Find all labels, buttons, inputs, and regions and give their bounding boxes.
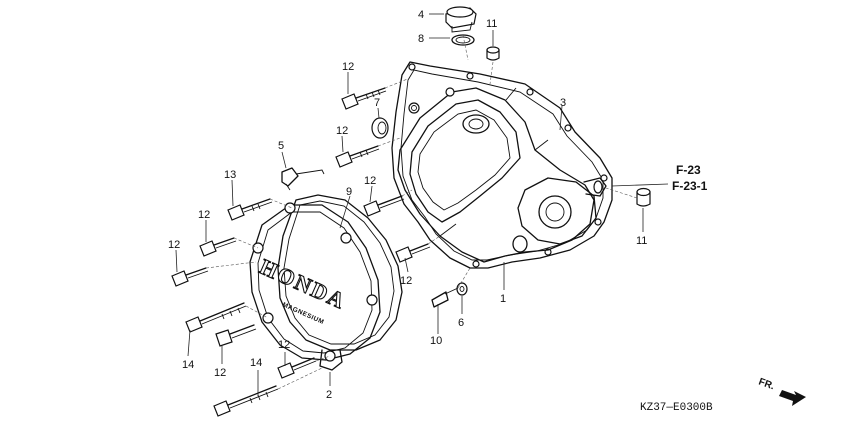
bolt-12-lower: [277, 357, 317, 379]
label-part-12-collar: 12: [214, 367, 226, 379]
drain-bolt: [431, 287, 459, 308]
bolt-14-upper: [185, 302, 247, 333]
front-arrow-icon: [779, 390, 806, 406]
label-part-3: 3: [560, 97, 566, 109]
label-part-12-center: 12: [364, 175, 376, 187]
front-marker-text: FR.: [757, 376, 776, 392]
label-part-12-right: 12: [400, 275, 412, 287]
oil-filler-cap: [445, 6, 477, 33]
label-part-6: 6: [458, 317, 464, 329]
sealing-washer: [456, 282, 468, 296]
bolt-12-mid: [335, 145, 380, 168]
label-part-14-lower: 14: [250, 357, 262, 369]
cable-clamp: [281, 167, 325, 191]
label-part-10: 10: [430, 335, 442, 347]
leader-lines: [175, 13, 644, 396]
bolts: [171, 87, 431, 417]
label-part-12-mid: 12: [336, 125, 348, 137]
bolt-12-right: [395, 243, 431, 263]
reference-labels: F-23 F-23-1: [611, 163, 708, 193]
label-part-7: 7: [374, 97, 380, 109]
dowel-pin-right: [636, 187, 651, 207]
dowel-pin-top: [486, 46, 500, 61]
label-part-13: 13: [224, 169, 236, 181]
label-part-12-left-lower: 12: [168, 239, 180, 251]
part-labels: 4 8 11 12 7 3 12 5 13 12 9 12 12 12 1 6 …: [168, 9, 647, 401]
label-part-1: 1: [500, 293, 506, 305]
outer-cover-gasket: [277, 194, 403, 351]
label-part-12-left-upper: 12: [198, 209, 210, 221]
clutch-cover: [249, 202, 381, 371]
label-part-8: 8: [418, 33, 424, 45]
label-part-11-right: 11: [636, 235, 647, 247]
bolt-12-top: [341, 87, 387, 110]
label-part-2: 2: [326, 389, 332, 401]
label-part-5: 5: [278, 140, 284, 152]
cover-brand-magnesium: MAGNESIUM: [281, 301, 325, 326]
reference-f23-1: F-23-1: [672, 179, 708, 193]
crankcase-cover: [397, 87, 607, 263]
cover-brand-honda: HONDA: [256, 254, 350, 314]
label-part-4: 4: [418, 9, 424, 21]
diagram-code: KZ37—E0300B: [640, 402, 713, 414]
front-direction-marker: FR.: [757, 376, 806, 406]
label-part-9: 9: [346, 186, 352, 198]
bolt-12-center: [363, 195, 405, 217]
reference-f23: F-23: [676, 163, 701, 177]
label-part-14-upper: 14: [182, 359, 194, 371]
bolt-14-lower: [213, 385, 279, 417]
oil-seal: [371, 117, 389, 139]
bolt-12-left-lower: [171, 267, 209, 287]
label-part-12-top: 12: [342, 61, 354, 73]
label-part-11-top: 11: [486, 18, 497, 30]
alignment-lines: [205, 34, 638, 390]
bolt-12-collar: [215, 324, 257, 347]
label-part-12-lower: 12: [278, 339, 290, 351]
gasket-outline: [391, 61, 613, 269]
bolt-13: [227, 198, 273, 221]
bolt-12-left-upper: [199, 237, 237, 257]
